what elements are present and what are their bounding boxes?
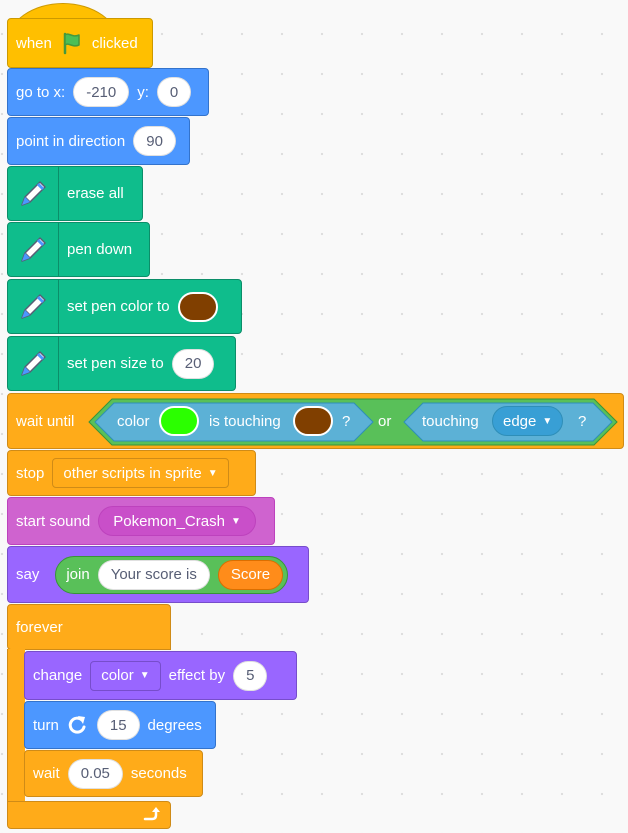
turn-label: turn	[33, 716, 59, 734]
y-input[interactable]: 0	[156, 77, 192, 107]
go-to-label: go to x:	[16, 83, 66, 101]
caret-down-icon: ▼	[139, 670, 150, 681]
caret-down-icon: ▼	[542, 415, 553, 427]
is-touching-label: is touching	[209, 413, 281, 430]
erase-all-block[interactable]: erase all	[7, 166, 143, 221]
caret-down-icon: ▼	[230, 515, 241, 527]
seconds-label: seconds	[130, 765, 187, 782]
direction-input[interactable]: 90	[133, 126, 176, 156]
pen-color-swatch[interactable]	[177, 291, 218, 322]
join-label: join	[66, 566, 90, 583]
change-label: change	[33, 667, 83, 684]
when-label: when	[16, 34, 52, 52]
touching-color-swatch[interactable]	[293, 406, 333, 436]
score-variable[interactable]: Score	[217, 559, 284, 590]
forever-label: forever	[16, 619, 63, 636]
pen-icon	[8, 280, 59, 333]
stop-label: stop	[16, 464, 45, 482]
stop-option: other scripts in sprite	[63, 464, 202, 482]
start-sound-block[interactable]: start sound Pokemon_Crash ▼	[7, 497, 275, 545]
question-mark: ?	[578, 413, 587, 430]
y-label: y:	[137, 83, 149, 101]
rotate-right-icon	[67, 714, 89, 736]
loop-arrow-icon	[142, 805, 160, 828]
set-pen-size-label: set pen size to	[67, 355, 164, 372]
question-mark: ?	[342, 413, 351, 430]
sound-dropdown[interactable]: Pokemon_Crash ▼	[98, 506, 256, 536]
point-direction-label: point in direction	[16, 132, 126, 150]
change-effect-block[interactable]: change color ▼ effect by 5	[24, 651, 297, 700]
edge-option: edge	[503, 412, 537, 430]
effect-dropdown[interactable]: color ▼	[90, 660, 161, 691]
sensing-color-swatch[interactable]	[159, 406, 199, 436]
wait-until-block[interactable]: wait until color is touching ? or touchi…	[7, 393, 624, 449]
forever-bottom[interactable]	[7, 801, 171, 829]
when-flag-clicked-block[interactable]: when clicked	[7, 18, 153, 68]
effect-amount-input[interactable]: 5	[233, 660, 268, 691]
go-to-xy-block[interactable]: go to x: -210 y: 0	[7, 68, 209, 116]
wait-label: wait	[33, 765, 60, 782]
stop-block[interactable]: stop other scripts in sprite ▼	[7, 450, 256, 496]
wait-until-label: wait until	[16, 412, 75, 430]
color-label: color	[117, 413, 150, 430]
pen-icon	[8, 337, 59, 390]
sound-option: Pokemon_Crash	[113, 512, 225, 530]
join-operator[interactable]: join Your score is Score	[55, 555, 289, 594]
effect-option: color	[101, 667, 134, 684]
wait-seconds-block[interactable]: wait 0.05 seconds	[24, 750, 203, 797]
set-pen-color-block[interactable]: set pen color to	[7, 279, 242, 334]
pen-down-label: pen down	[67, 241, 133, 258]
effect-by-label: effect by	[168, 667, 226, 684]
pen-down-block[interactable]: pen down	[7, 222, 150, 277]
forever-top[interactable]: forever	[7, 604, 171, 650]
touching-label: touching	[422, 413, 479, 430]
pen-icon	[8, 223, 59, 276]
wait-seconds-input[interactable]: 0.05	[67, 758, 123, 789]
pen-icon	[8, 167, 59, 220]
touching-target-dropdown[interactable]: edge ▼	[492, 406, 564, 436]
degrees-input[interactable]: 15	[96, 710, 140, 740]
forever-block[interactable]: forever	[7, 604, 171, 829]
erase-all-label: erase all	[67, 185, 124, 202]
pen-size-input[interactable]: 20	[171, 348, 215, 379]
say-label: say	[16, 566, 40, 583]
or-label: or	[378, 413, 392, 430]
degrees-label: degrees	[147, 716, 202, 734]
green-flag-icon	[60, 31, 84, 55]
set-pen-color-label: set pen color to	[67, 298, 170, 315]
x-input[interactable]: -210	[73, 77, 130, 107]
join-text-input[interactable]: Your score is	[97, 559, 210, 590]
say-block[interactable]: say join Your score is Score	[7, 546, 309, 603]
set-pen-size-block[interactable]: set pen size to 20	[7, 336, 236, 391]
stop-option-dropdown[interactable]: other scripts in sprite ▼	[52, 458, 229, 488]
point-in-direction-block[interactable]: point in direction 90	[7, 117, 190, 165]
clicked-label: clicked	[91, 34, 138, 52]
forever-arm	[7, 649, 25, 802]
turn-right-block[interactable]: turn 15 degrees	[24, 701, 216, 749]
start-sound-label: start sound	[16, 512, 91, 530]
caret-down-icon: ▼	[207, 467, 218, 479]
